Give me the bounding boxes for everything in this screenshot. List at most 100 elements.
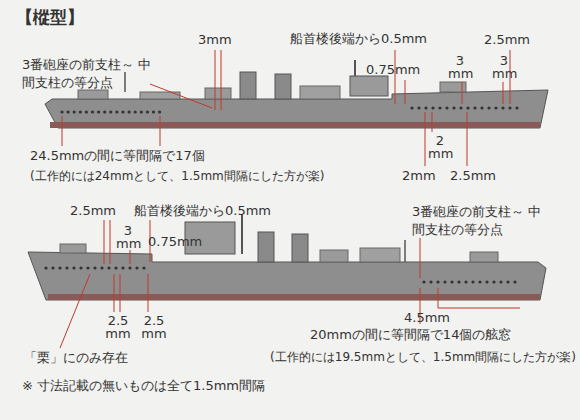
- porthole: [142, 266, 145, 269]
- porthole: [422, 280, 425, 283]
- porthole: [65, 266, 68, 269]
- porthole: [146, 110, 149, 113]
- leader-line: [160, 116, 161, 146]
- leader-line: [120, 274, 121, 312]
- dimension-label: 「栗」にのみ存在: [24, 350, 128, 366]
- porthole: [492, 280, 495, 283]
- stern-gun: [470, 252, 498, 262]
- dimension-label: 3 mm: [448, 54, 472, 80]
- funnel: [292, 234, 308, 262]
- dimension-label: 24.5mmの間に等間隔で17個: [30, 148, 205, 164]
- porthole: [457, 280, 460, 283]
- leader-line: [503, 82, 504, 104]
- porthole: [466, 106, 469, 109]
- porthole: [485, 280, 488, 283]
- funnel: [275, 74, 291, 99]
- leader-line: [425, 112, 426, 166]
- porthole: [115, 110, 118, 113]
- dimension-label: (工作的には24mmとして、1.5mm間隔にした方が楽): [30, 168, 324, 184]
- porthole: [121, 110, 124, 113]
- porthole: [60, 110, 63, 113]
- leader-line: [420, 238, 421, 278]
- porthole: [508, 106, 511, 109]
- portholes: [44, 266, 516, 283]
- porthole: [473, 106, 476, 109]
- porthole: [515, 106, 518, 109]
- leader-line: [462, 82, 463, 104]
- porthole: [478, 280, 481, 283]
- porthole: [424, 106, 427, 109]
- porthole: [501, 106, 504, 109]
- porthole: [86, 266, 89, 269]
- leader-line: [148, 274, 149, 312]
- porthole: [445, 106, 448, 109]
- porthole: [480, 106, 483, 109]
- porthole: [121, 266, 124, 269]
- portholes: [60, 106, 518, 113]
- dimension-label: 3 mm: [492, 54, 516, 80]
- deckhouse: [360, 248, 400, 262]
- leader-line: [438, 308, 520, 309]
- leader-line: [62, 116, 63, 146]
- bow-gun: [60, 244, 86, 253]
- porthole: [135, 266, 138, 269]
- leader-line: [221, 50, 222, 110]
- porthole: [436, 280, 439, 283]
- dimension-label: 4.5mm: [404, 310, 450, 326]
- porthole: [494, 106, 497, 109]
- leader-line: [432, 112, 433, 132]
- dimension-label: 2 mm: [428, 134, 452, 160]
- mast: [404, 240, 406, 262]
- dimension-label: 0.75mm: [148, 234, 202, 250]
- stern-gun: [78, 90, 108, 99]
- porthole: [513, 280, 516, 283]
- porthole: [450, 280, 453, 283]
- porthole: [464, 280, 467, 283]
- waterline: [48, 294, 540, 300]
- porthole: [128, 110, 131, 113]
- hull: [45, 90, 548, 128]
- dimension-label: 船首楼後端から0.5mm: [134, 203, 271, 219]
- dimension-label: 2.5mm: [484, 32, 530, 48]
- gun-mount: [205, 88, 231, 99]
- leader-line: [130, 250, 131, 264]
- dimension-label: ※ 寸法記載の無いものは全て1.5mm間隔: [22, 378, 265, 394]
- dimension-label: 船首楼後端から0.5mm: [290, 31, 427, 47]
- porthole: [44, 266, 47, 269]
- funnel: [258, 232, 274, 262]
- mast: [354, 60, 356, 76]
- mast: [124, 72, 126, 92]
- porthole: [417, 106, 420, 109]
- porthole: [91, 110, 94, 113]
- porthole: [506, 280, 509, 283]
- dimension-label: 20mmの間に等間隔で14個の舷窓: [310, 327, 511, 343]
- funnel: [240, 72, 256, 99]
- porthole: [128, 266, 131, 269]
- porthole: [431, 106, 434, 109]
- porthole: [97, 110, 100, 113]
- leader-line: [60, 274, 90, 348]
- leader-line: [215, 50, 216, 110]
- porthole: [134, 110, 137, 113]
- porthole: [103, 110, 106, 113]
- dimension-label: 2.5mm: [70, 203, 116, 219]
- leader-lines: [60, 50, 520, 348]
- porthole: [471, 280, 474, 283]
- porthole: [67, 110, 70, 113]
- porthole: [100, 266, 103, 269]
- porthole: [72, 266, 75, 269]
- gun-mount: [320, 250, 348, 262]
- porthole: [429, 280, 432, 283]
- porthole: [158, 110, 161, 113]
- porthole: [140, 110, 143, 113]
- porthole: [93, 266, 96, 269]
- porthole: [107, 266, 110, 269]
- porthole: [443, 280, 446, 283]
- dimension-label: 3番砲座の前支柱～ 中間支柱の等分点: [412, 203, 552, 239]
- dimension-label: 3 mm: [116, 224, 140, 250]
- gun-mount: [300, 86, 340, 99]
- leader-line: [405, 80, 406, 104]
- porthole: [499, 280, 502, 283]
- porthole: [410, 106, 413, 109]
- porthole: [73, 110, 76, 113]
